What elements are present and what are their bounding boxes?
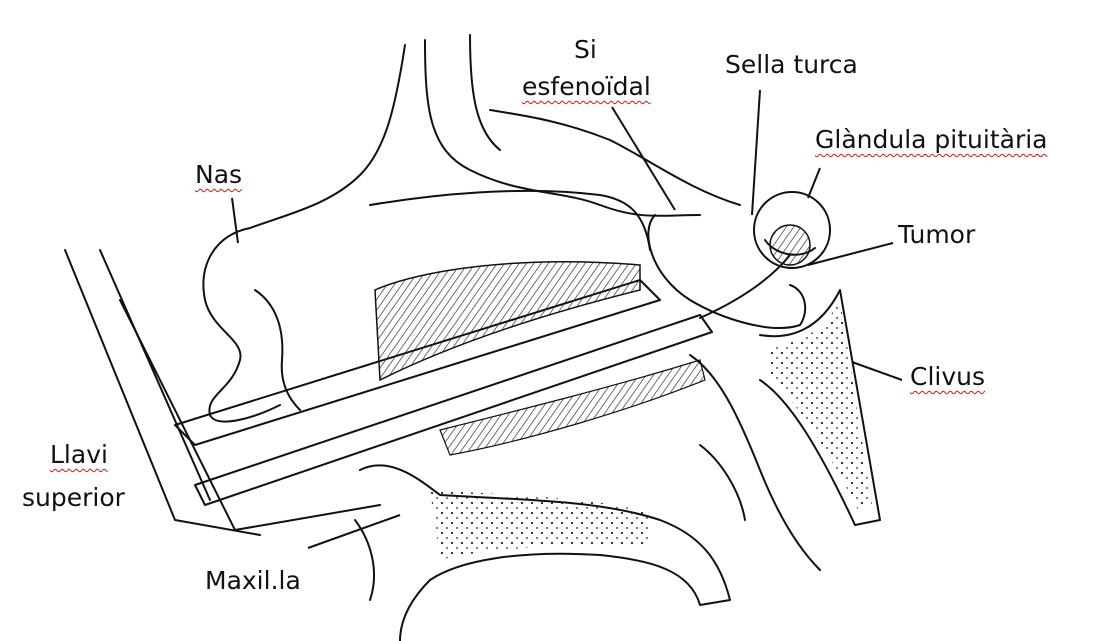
- label-glandula-pituitaria: Glàndula pituitària: [815, 125, 1047, 155]
- mucosa-texture: [440, 360, 705, 455]
- frontal-bone-outline: [250, 45, 405, 228]
- label-nas: Nas: [195, 160, 242, 190]
- maxilla-outline: [360, 465, 730, 641]
- nasal-cavity-roof: [370, 191, 650, 250]
- ethmoid-plate: [470, 35, 500, 150]
- leader-lines: [232, 90, 902, 548]
- leader-glandula: [808, 168, 820, 198]
- label-clivus: Clivus: [910, 362, 985, 392]
- label-si-line2: esfenoïdal: [522, 72, 651, 102]
- label-maxil-la: Maxil.la: [205, 566, 301, 596]
- label-llavi-line2: superior: [22, 483, 125, 513]
- label-sella-turca: Sella turca: [725, 50, 858, 80]
- label-si-line1: Si: [574, 35, 597, 65]
- leader-maxil: [308, 515, 400, 548]
- label-llavi-line1: Llavi: [50, 440, 108, 470]
- nasal-bone-outline: [425, 40, 700, 216]
- label-tumor: Tumor: [898, 220, 975, 250]
- turbinate-texture: [375, 262, 640, 380]
- leader-nas: [232, 198, 238, 243]
- leader-si: [612, 107, 675, 210]
- bone-stipple-maxilla: [430, 490, 650, 560]
- nose-outline: [203, 228, 280, 422]
- tumor-mass: [770, 225, 810, 265]
- leader-clivus: [852, 362, 902, 380]
- leader-sella: [752, 90, 760, 215]
